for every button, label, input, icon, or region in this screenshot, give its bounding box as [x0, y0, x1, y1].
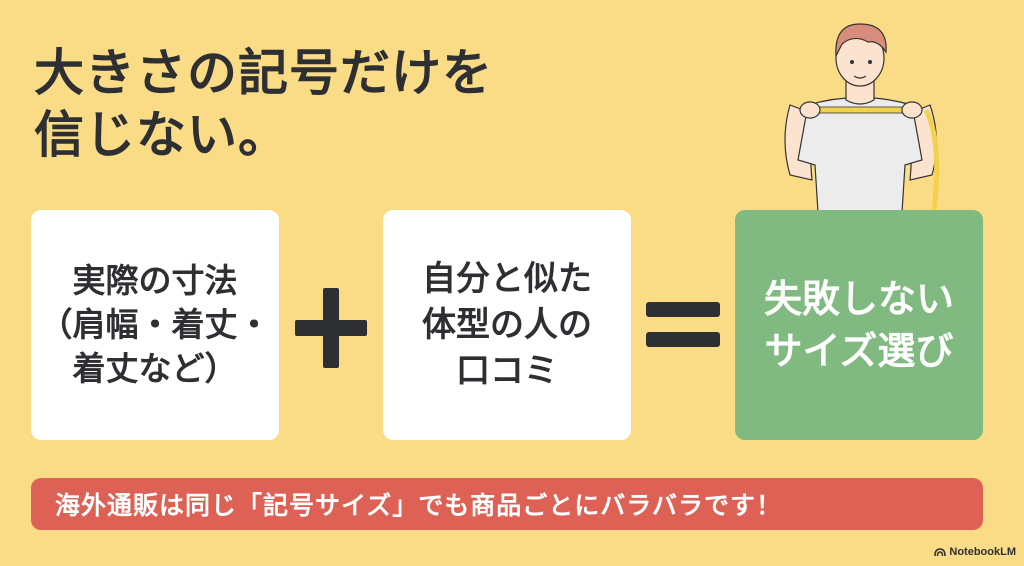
- card-text-line: サイズ選び: [764, 329, 954, 373]
- banner-text: 海外通販は同じ「記号サイズ」でも商品ごとにバラバラです！: [55, 491, 783, 520]
- card-text-line: 失敗しない: [763, 277, 954, 321]
- brand-watermark: NotebookLM: [934, 546, 1016, 558]
- similar-body-reviews-card: 自分と似た 体型の人の 口コミ: [383, 210, 631, 440]
- result-card: 失敗しない サイズ選び: [735, 210, 983, 440]
- brand-label: NotebookLM: [949, 546, 1016, 558]
- title-line-2: 信じない。: [34, 106, 289, 164]
- title-line-1: 大きさの記号だけを: [34, 44, 493, 102]
- card-text-line: 口コミ: [456, 351, 558, 391]
- card-text-line: 体型の人の: [422, 305, 592, 345]
- card-text-line: 着丈など）: [72, 349, 238, 388]
- page-title: 大きさの記号だけを 信じない。: [34, 42, 493, 166]
- notebooklm-logo-icon: [934, 548, 947, 557]
- actual-measurements-card: 実際の寸法 （肩幅・着丈・ 着丈など）: [31, 210, 279, 440]
- card-text-line: 実際の寸法: [72, 261, 238, 300]
- man-measuring-shirt-illustration: [784, 23, 940, 212]
- card-text-line: （肩幅・着丈・: [39, 305, 271, 344]
- warning-banner: 海外通販は同じ「記号サイズ」でも商品ごとにバラバラです！: [31, 478, 983, 530]
- card-text-line: 自分と似た: [422, 259, 592, 299]
